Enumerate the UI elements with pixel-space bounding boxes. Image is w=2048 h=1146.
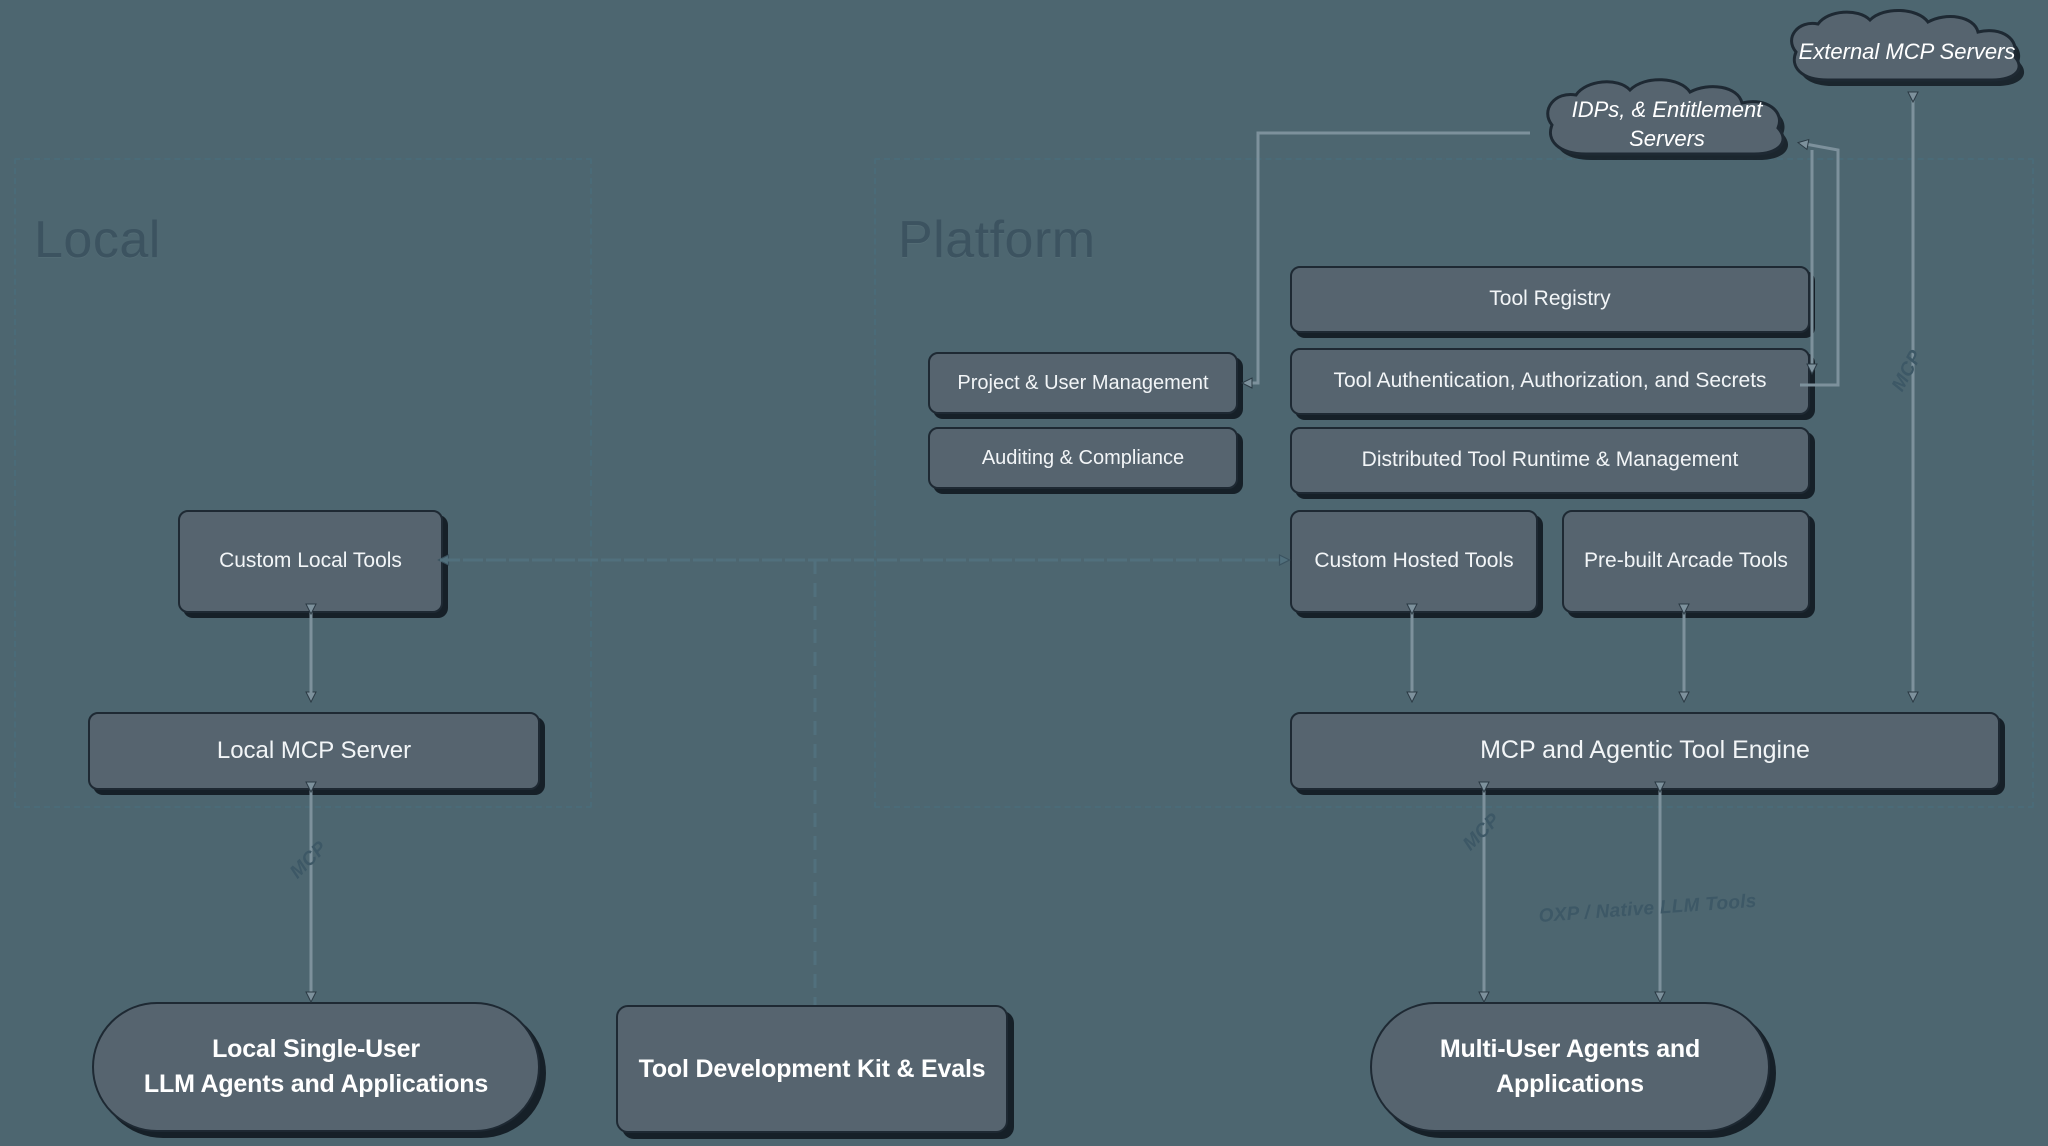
node-distributed-tool-runtime-management[interactable]: Distributed Tool Runtime & Management bbox=[1290, 427, 1810, 494]
edge-label-mcp-platform: MCP bbox=[1459, 809, 1505, 855]
cloud-idps-entitlement-servers[interactable]: IDPs, & Entitlement Servers bbox=[1528, 76, 1806, 174]
actor-local-agents-line1: Local Single-User bbox=[212, 1035, 420, 1063]
node-prebuilt-arcade-tools[interactable]: Pre-built Arcade Tools bbox=[1562, 510, 1810, 613]
group-local bbox=[14, 158, 592, 808]
actor-tool-development-kit-evals[interactable]: Tool Development Kit & Evals bbox=[616, 1005, 1008, 1133]
group-label-local: Local bbox=[34, 211, 161, 269]
actor-multi-user-agents-line2: Applications bbox=[1496, 1070, 1644, 1098]
cloud-shape-icon bbox=[1790, 8, 2025, 86]
node-project-user-management[interactable]: Project & User Management bbox=[928, 352, 1238, 414]
node-local-mcp-server[interactable]: Local MCP Server bbox=[88, 712, 540, 790]
cloud-external-mcp-servers[interactable]: External MCP Servers bbox=[1772, 6, 2042, 98]
node-auditing-compliance[interactable]: Auditing & Compliance bbox=[928, 427, 1238, 489]
node-tool-registry[interactable]: Tool Registry bbox=[1290, 266, 1810, 333]
node-tool-authentication-authorization-secrets[interactable]: Tool Authentication, Authorization, and … bbox=[1290, 348, 1810, 415]
group-label-platform: Platform bbox=[898, 211, 1096, 269]
edge-label-oxp-native: OXP / Native LLM Tools bbox=[1538, 890, 1758, 927]
actor-multi-user-agents[interactable]: Multi-User Agents and Applications bbox=[1370, 1002, 1770, 1132]
actor-local-agents-line2: LLM Agents and Applications bbox=[143, 1070, 489, 1098]
cloud-label-idps-entitlement-servers: IDPs, & Entitlement Servers bbox=[1571, 97, 1763, 151]
cloud-shape-icon bbox=[1546, 78, 1789, 160]
actor-multi-user-agents-line1: Multi-User Agents and bbox=[1439, 1035, 1701, 1063]
node-mcp-agentic-tool-engine[interactable]: MCP and Agentic Tool Engine bbox=[1290, 712, 2000, 790]
cloud-label-external-mcp-servers: External MCP Servers bbox=[1798, 38, 2016, 64]
actor-local-single-user-agents[interactable]: Local Single-User LLM Agents and Applica… bbox=[92, 1002, 540, 1132]
node-custom-hosted-tools[interactable]: Custom Hosted Tools bbox=[1290, 510, 1538, 613]
edge-label-mcp-local: MCP bbox=[286, 837, 332, 883]
node-custom-local-tools[interactable]: Custom Local Tools bbox=[178, 510, 443, 613]
